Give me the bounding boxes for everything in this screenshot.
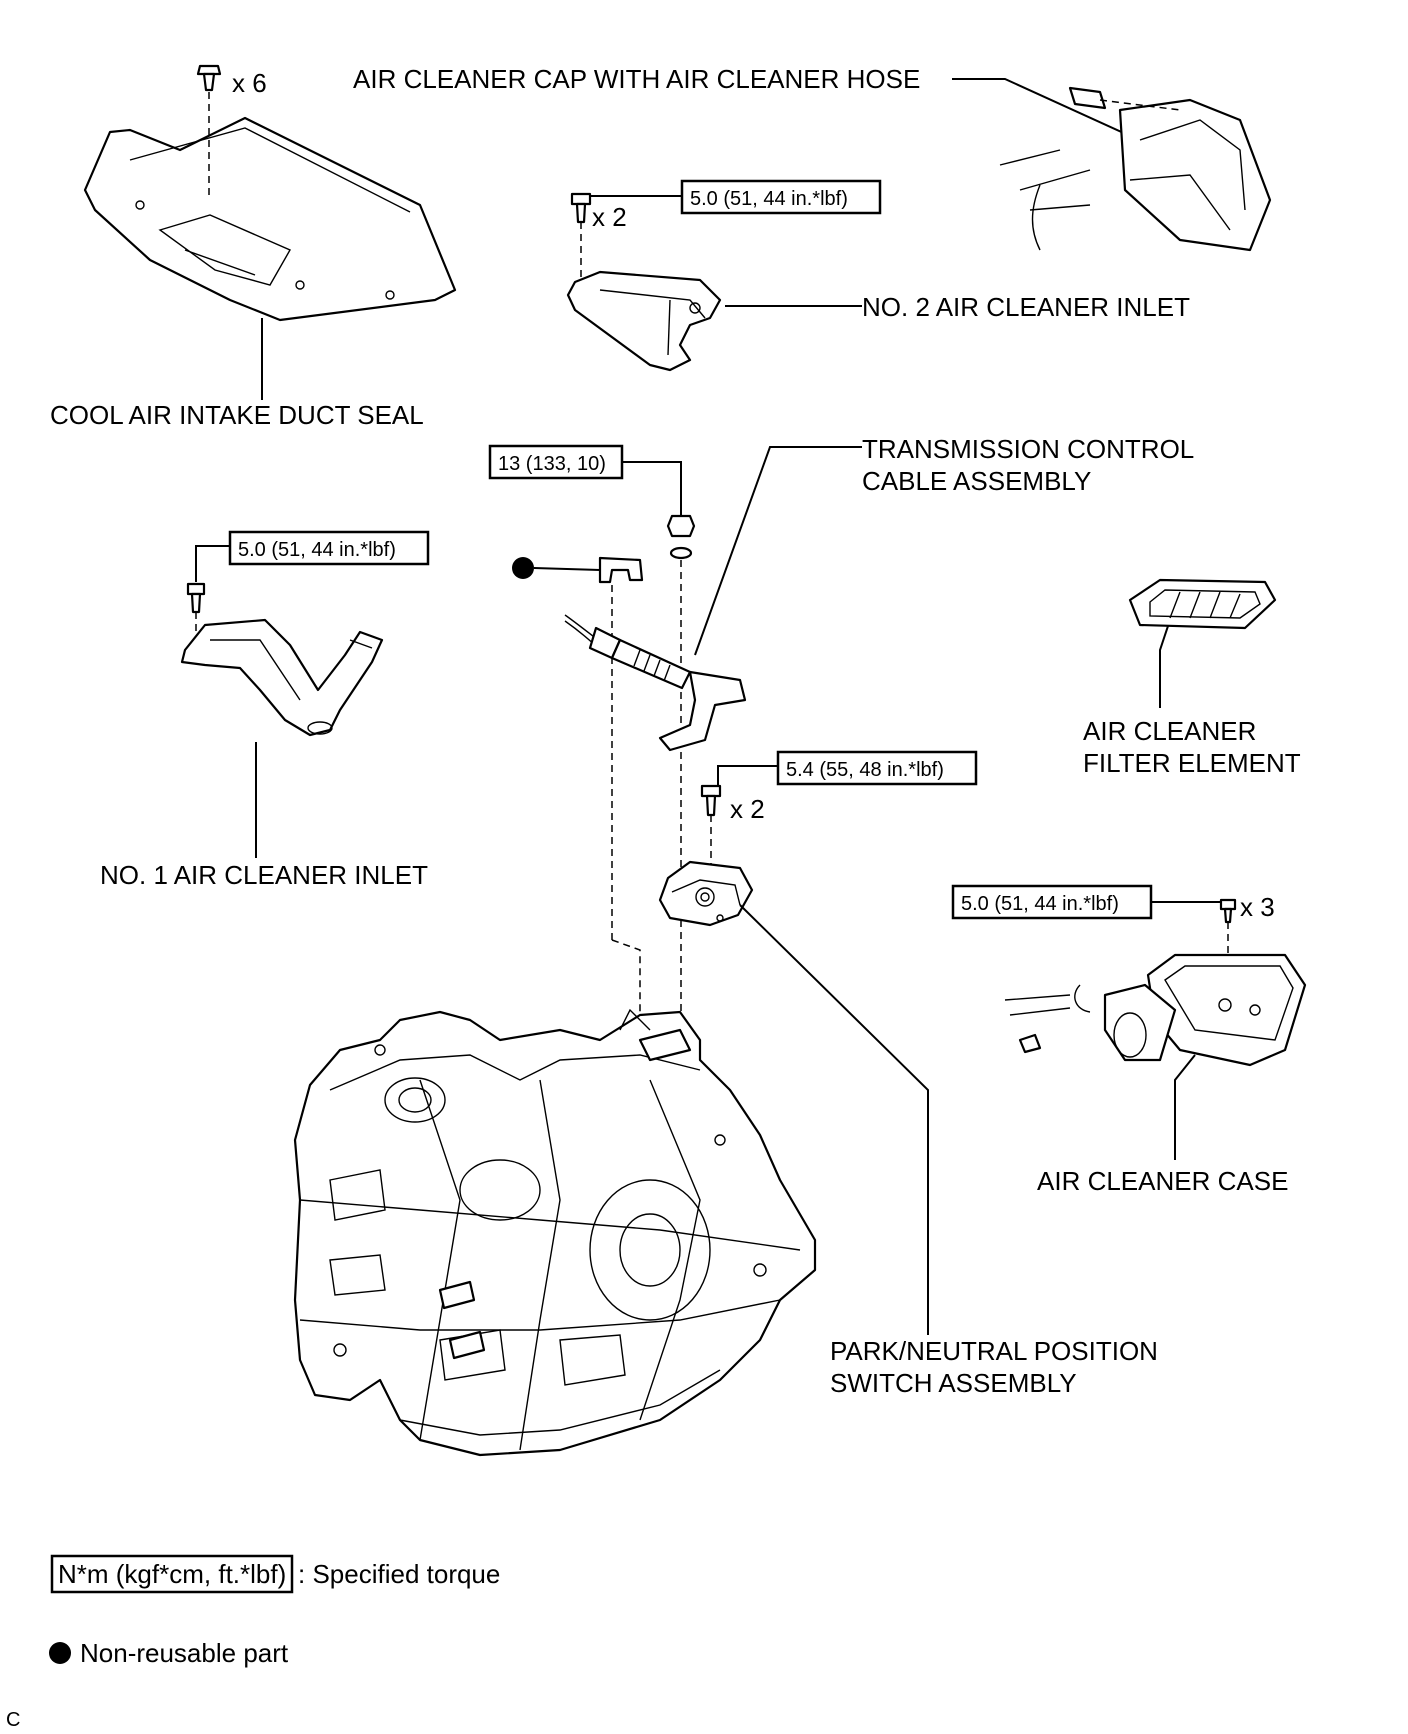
torque-value-no1-inlet: 5.0 (51, 44 in.*lbf) (238, 539, 396, 561)
torque-value-no2-inlet: 5.0 (51, 44 in.*lbf) (690, 188, 848, 210)
torque-box-cable-nut (488, 444, 624, 480)
no2-air-cleaner-inlet-label: NO. 2 AIR CLEANER INLET (862, 292, 1190, 322)
corner-mark: C (6, 1709, 20, 1731)
clip-icon (196, 64, 222, 92)
bolt-icon (700, 784, 722, 817)
legend-non-reusable-label: Non-reusable part (80, 1638, 289, 1668)
case-bolt-quantity: x 3 (1240, 892, 1275, 922)
legend-torque-unit: N*m (kgf*cm, ft.*lbf) (58, 1559, 286, 1589)
transmission-control-cable-part (564, 614, 747, 752)
transmission-cable-label-line1: TRANSMISSION CONTROL (862, 434, 1194, 464)
torque-box-no1-inlet (228, 530, 430, 566)
nut-icon (666, 514, 696, 560)
air-cleaner-case-part (1004, 953, 1307, 1067)
air-cleaner-cap-label: AIR CLEANER CAP WITH AIR CLEANER HOSE (353, 64, 920, 94)
torque-box-air-cleaner-case (951, 884, 1153, 920)
clip-quantity: x 6 (232, 68, 267, 98)
legend-non-reusable-dot-icon (49, 1642, 71, 1664)
filter-element-label-line2: FILTER ELEMENT (1083, 748, 1301, 778)
pnp-switch-label-line2: SWITCH ASSEMBLY (830, 1368, 1077, 1398)
air-cleaner-case-label: AIR CLEANER CASE (1037, 1166, 1288, 1196)
no1-air-cleaner-inlet-label: NO. 1 AIR CLEANER INLET (100, 860, 428, 890)
air-cleaner-cap-part (999, 86, 1272, 252)
filter-element-label-line1: AIR CLEANER (1083, 716, 1256, 746)
cool-air-intake-duct-seal-label: COOL AIR INTAKE DUCT SEAL (50, 400, 424, 430)
torque-value-pnp-switch: 5.4 (55, 48 in.*lbf) (786, 759, 944, 781)
park-neutral-switch-part (658, 860, 754, 927)
air-cleaner-filter-element-part (1128, 578, 1277, 630)
pnp-bolt-quantity: x 2 (730, 794, 765, 824)
non-reusable-clip-part (512, 556, 644, 584)
no2-bolt-quantity: x 2 (592, 202, 627, 232)
bolt-icon (186, 582, 206, 614)
torque-value-air-cleaner-case: 5.0 (51, 44 in.*lbf) (961, 893, 1119, 915)
legend-torque-description: : Specified torque (298, 1559, 500, 1589)
transmission-cable-label-line2: CABLE ASSEMBLY (862, 466, 1091, 496)
no1-air-cleaner-inlet-part (180, 618, 384, 737)
bolt-icon (570, 192, 592, 224)
non-reusable-dot-icon (512, 557, 534, 579)
legend-torque-box (50, 1554, 294, 1594)
transaxle-assembly-part (293, 1008, 817, 1457)
no2-air-cleaner-inlet-part (566, 270, 722, 372)
cool-air-intake-duct-seal-part (83, 116, 457, 322)
torque-box-pnp-switch (776, 750, 978, 786)
torque-value-cable-nut: 13 (133, 10) (498, 453, 606, 475)
pnp-switch-label-line1: PARK/NEUTRAL POSITION (830, 1336, 1158, 1366)
bolt-icon (1219, 898, 1237, 924)
